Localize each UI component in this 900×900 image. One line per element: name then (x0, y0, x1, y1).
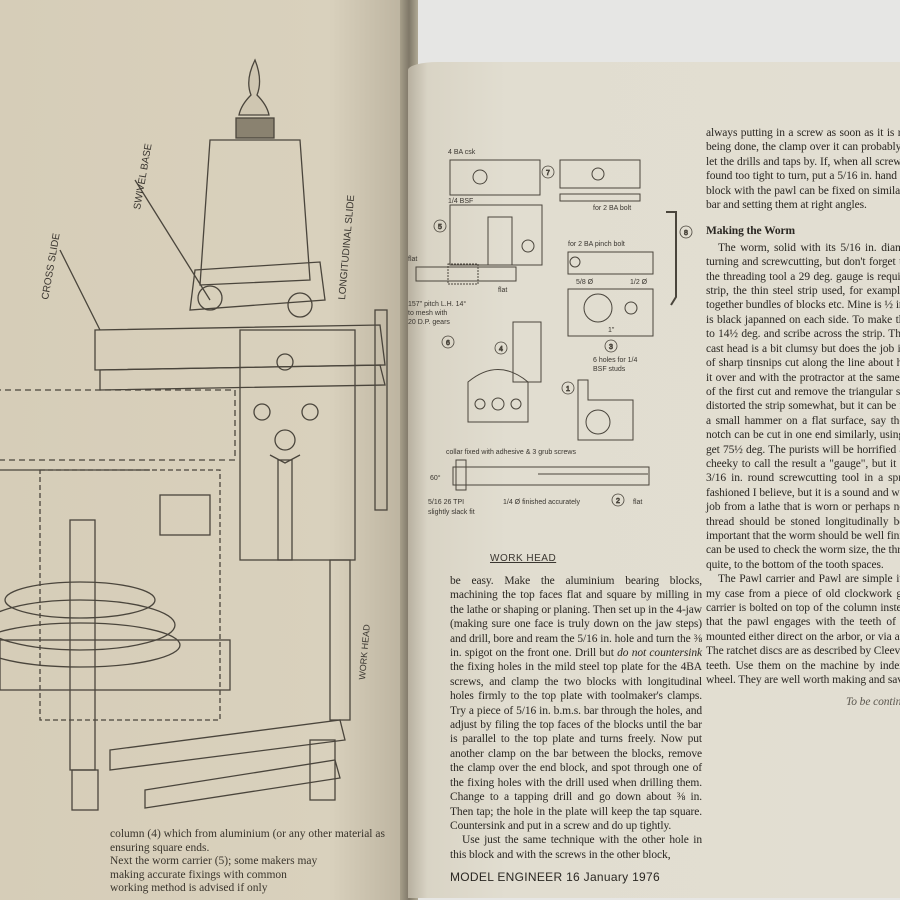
paragraph: always putting in a screw as soon as it … (706, 127, 900, 212)
left-text-line: column (4) which from aluminium (or any … (110, 828, 385, 840)
italic-text: do not countersink (617, 647, 702, 660)
label-longitudinal-slide: LONGITUDINAL SLIDE (337, 194, 357, 300)
page-footer: MODEL ENGINEER 16 January 1976 (450, 870, 660, 885)
label-finished: 1/4 Ø finished accurately (503, 499, 581, 506)
dividing-head-drawing: CROSS SLIDE SWIVEL BASE LONGITUDINAL SLI… (0, 58, 388, 811)
left-text-line: working method is advised if only (110, 882, 268, 894)
knob-icon (238, 58, 270, 116)
part-number: 4 (499, 346, 503, 353)
part-number: 5 (438, 224, 442, 231)
left-text-line: Next the worm carrier (5); some makers m… (110, 855, 318, 867)
label-cross-slide: CROSS SLIDE (40, 232, 63, 300)
paragraph: be easy. Make the aluminium bearing bloc… (450, 574, 702, 833)
figure-caption: WORK HEAD (490, 553, 557, 564)
part-number: 8 (684, 230, 688, 237)
label-slack: slightly slack fit (428, 509, 475, 516)
label-studs: BSF studs (593, 366, 626, 373)
label-gears: 20 D.P. gears (408, 319, 450, 326)
label-dim-12: 1/2 Ø (630, 279, 648, 286)
label-angle: 60° (430, 474, 441, 482)
label-dim-58: 5/8 Ø (576, 279, 594, 286)
part-number: 7 (546, 170, 550, 177)
part-number: 6 (446, 340, 450, 347)
label-2ba-bolt: for 2 BA bolt (593, 205, 631, 212)
label-swivel-base: SWIVEL BASE (132, 142, 155, 210)
part-number: 3 (609, 344, 613, 351)
label-holes: 6 holes for 1/4 (593, 357, 637, 364)
text: the fixing holes in the mild steel top p… (450, 661, 702, 832)
paragraph: Use just the same technique with the oth… (450, 834, 702, 861)
left-page-text: column (4) which from aluminium (or any … (110, 828, 400, 896)
label-bsf: 1/4 BSF (448, 198, 473, 205)
label-pitch: 157" pitch L.H. 14° (408, 300, 466, 308)
text: be easy. Make the aluminium bearing bloc… (450, 575, 702, 660)
paragraph: The Pawl carrier and Pawl are simple ite… (706, 573, 900, 687)
label-work-head: WORK HEAD (357, 624, 372, 681)
continued-note: To be continued (846, 696, 900, 709)
label-flat: flat (408, 256, 417, 263)
label-dim-1: 1" (608, 327, 615, 334)
paragraph: The worm, solid with its 5/16 in. diamet… (706, 241, 900, 571)
part-number: 1 (566, 386, 570, 393)
label-collar: collar fixed with adhesive & 3 grub scre… (446, 449, 576, 456)
text-column-1: be easy. Make the aluminium bearing bloc… (450, 574, 702, 884)
label-csk: 4 BA csk (448, 149, 476, 156)
left-text-line: ensuring square ends. (110, 841, 210, 854)
left-text-line: making accurate fixings with common (110, 868, 287, 881)
section-heading: Making the Worm (706, 225, 796, 238)
label-flat: flat (498, 287, 507, 294)
text-column-2: always putting in a screw as soon as it … (706, 126, 900, 710)
label-pinch-bolt: for 2 BA pinch bolt (568, 241, 625, 248)
left-page: CROSS SLIDE SWIVEL BASE LONGITUDINAL SLI… (0, 0, 412, 900)
work-head-drawing: 4 BA csk 1/4 BSF for 2 BA bolt for 2 BA … (408, 149, 693, 516)
right-page: 4 BA csk 1/4 BSF for 2 BA bolt for 2 BA … (408, 62, 900, 898)
label-tpi: 5/16 26 TPI (428, 499, 464, 506)
label-flat: flat (633, 499, 642, 506)
label-mesh: to mesh with (408, 310, 447, 317)
part-number: 2 (616, 498, 620, 505)
